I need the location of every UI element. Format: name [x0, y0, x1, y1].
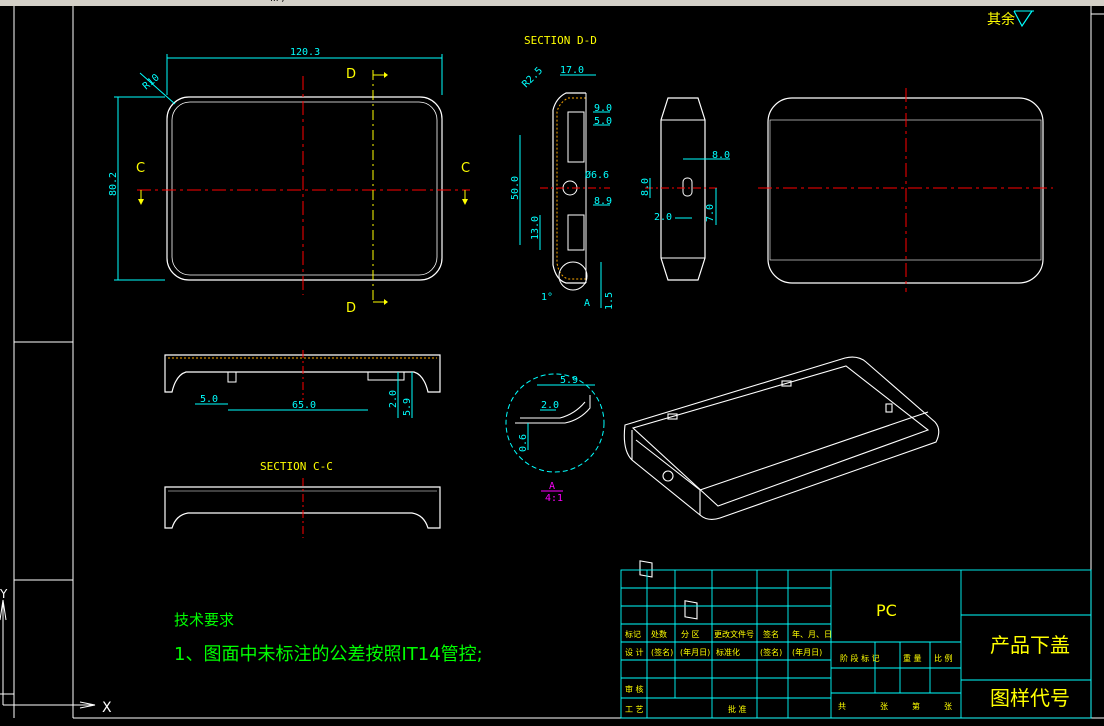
design-sign: (签名) — [651, 647, 673, 657]
ucs-icon: Y X — [0, 587, 112, 716]
section-c-left: C — [136, 161, 145, 176]
rev-hdr-sign: 签名 — [763, 629, 779, 639]
surface-finish-symbol: 其余 — [987, 10, 1034, 28]
section-dd-view: SECTION D-D R2.5 17.0 9.0 5.0 Ø6.6 50.0 … — [510, 34, 615, 310]
dim-detail-5-9: 5.9 — [560, 375, 578, 386]
weight-label: 重 量 — [903, 653, 922, 663]
title-block: PC 产品下盖 图样代号 标记 处数 分 区 更改文件号 签名 年、月、日 设 … — [620, 569, 1092, 719]
dim-1-5: 1.5 — [604, 292, 615, 310]
back-view — [758, 88, 1053, 292]
std-label: 标准化 — [716, 647, 740, 657]
dim-detail-0-6: 0.6 — [518, 434, 529, 452]
dim-bottom-5-9: 5.9 — [402, 398, 413, 416]
rev-hdr-mark: 标记 — [625, 629, 641, 639]
sheets-total-prefix: 共 — [838, 702, 846, 711]
dim-side-8b: 8.0 — [640, 178, 651, 196]
title-part-name: 产品下盖 — [990, 633, 1070, 657]
dim-side-7: 7.0 — [705, 204, 716, 222]
dim-dia-6-6: Ø6.6 — [585, 169, 609, 181]
dim-9: 9.0 — [594, 103, 612, 114]
toolbar-strip: ... , — [0, 0, 1104, 6]
bottom-section: 5.0 65.0 2.0 5.9 — [164, 350, 441, 418]
sheets-total-suffix: 张 — [880, 702, 888, 711]
tech-req-title: 技术要求 — [174, 611, 234, 629]
section-cc-title: SECTION C-C — [260, 460, 333, 473]
dim-height: 80.2 — [108, 172, 119, 196]
std-sign: (签名) — [760, 647, 782, 657]
ucs-y-label: Y — [0, 587, 8, 601]
tech-req-item: 1、图面中未标注的公差按照IT14管控; — [174, 644, 483, 665]
toolbar-snippet: ... , — [270, 0, 284, 4]
section-dd-title: SECTION D-D — [524, 34, 597, 47]
title-drawing-no: 图样代号 — [990, 686, 1070, 710]
review-label: 审 核 — [625, 684, 644, 694]
dim-bottom-5: 5.0 — [200, 394, 218, 405]
section-d-top: D — [346, 67, 356, 82]
dim-bottom-2: 2.0 — [388, 390, 399, 408]
dim-side-8a: 8.0 — [712, 150, 730, 161]
detail-a-marker: A — [584, 298, 590, 309]
dim-detail-2: 2.0 — [541, 400, 559, 411]
dim-17: 17.0 — [560, 65, 584, 76]
scale-label: 比 例 — [934, 653, 953, 663]
design-date: (年月日) — [680, 647, 710, 657]
dim-width: 120.3 — [290, 47, 320, 58]
finish-label: 其余 — [987, 11, 1015, 28]
section-d-bottom: D — [346, 301, 356, 316]
dim-side-2: 2.0 — [654, 212, 672, 223]
section-cc-view: SECTION C-C — [164, 460, 441, 538]
tech-requirements: 技术要求 1、图面中未标注的公差按照IT14管控; — [174, 611, 483, 665]
approve-label: 批 准 — [728, 704, 747, 714]
dim-5: 5.0 — [594, 116, 612, 127]
ucs-x-label: X — [102, 700, 112, 716]
sheets-no-prefix: 第 — [912, 701, 920, 711]
process-label: 工 艺 — [625, 705, 644, 714]
rev-hdr-date: 年、月、日 — [792, 629, 832, 639]
dim-1-deg: 1° — [541, 292, 553, 303]
rev-hdr-docno: 更改文件号 — [714, 629, 754, 639]
dim-13: 13.0 — [530, 216, 541, 240]
dim-8-9: 8.9 — [594, 196, 612, 207]
rev-hdr-count: 处数 — [651, 629, 667, 639]
dim-50: 50.0 — [510, 176, 521, 200]
detail-a-scale: 4:1 — [545, 493, 563, 504]
side-view: 8.0 8.0 2.0 7.0 — [640, 97, 730, 281]
design-label: 设 计 — [625, 647, 644, 657]
rev-hdr-zone: 分 区 — [681, 630, 700, 639]
sheets-no-suffix: 张 — [944, 702, 952, 711]
cad-drawing-canvas[interactable]: 其余 120.3 80.2 R10 C C D D SECTION — [0, 6, 1104, 726]
title-material: PC — [876, 601, 897, 620]
std-date: (年月日) — [792, 647, 822, 657]
dim-bottom-65: 65.0 — [292, 400, 316, 411]
isometric-view — [623, 356, 940, 620]
detail-a-label: A — [549, 481, 555, 492]
front-view: 120.3 80.2 R10 C C D D — [108, 47, 470, 316]
detail-a-view: 5.9 2.0 0.6 A 4:1 — [505, 373, 605, 504]
section-c-right: C — [461, 161, 470, 176]
stage-label: 阶 段 标 记 — [840, 653, 880, 663]
